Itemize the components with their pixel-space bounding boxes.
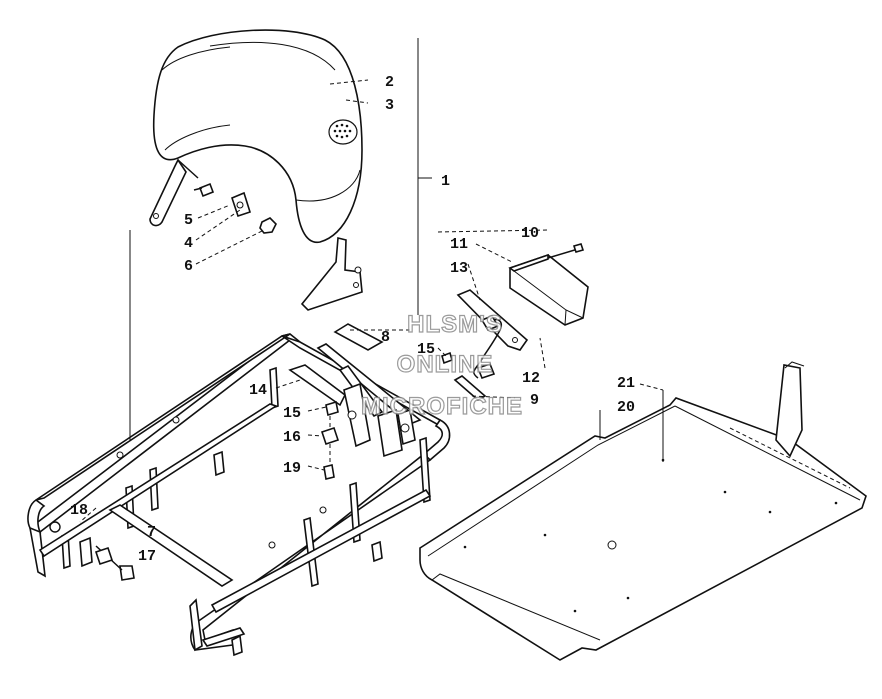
leader-lines (79, 38, 664, 537)
callout-14: 14 (249, 382, 267, 399)
skid-plate (419, 361, 867, 661)
backrest-assembly (149, 29, 363, 311)
callout-18: 18 (70, 502, 88, 519)
callout-21: 21 (617, 375, 635, 392)
callout-16: 16 (283, 429, 301, 446)
callout-10: 10 (521, 225, 539, 242)
watermark-line-2: ONLINE (397, 351, 494, 378)
watermark: HLSM'S ONLINE MICROFICHE (360, 310, 523, 420)
callout-11: 11 (450, 236, 468, 253)
hardware-rack (320, 351, 453, 480)
callout-7: 7 (147, 524, 156, 541)
callout-19: 19 (283, 460, 301, 477)
callout-15a: 15 (417, 341, 435, 358)
taillight-assembly (453, 243, 589, 401)
watermark-line-1: HLSM'S (407, 311, 503, 338)
callout-5: 5 (184, 212, 193, 229)
callout-9: 9 (530, 392, 539, 409)
callout-17: 17 (138, 548, 156, 565)
rack-assembly (27, 333, 451, 657)
backrest-grille (328, 119, 358, 145)
callout-2: 2 (385, 74, 394, 91)
callout-12: 12 (522, 370, 540, 387)
callout-8: 8 (381, 329, 390, 346)
callout-3: 3 (385, 97, 394, 114)
decal-plate (333, 323, 384, 351)
callout-1: 1 (441, 173, 450, 190)
callout-6: 6 (184, 258, 193, 275)
callout-13: 13 (450, 260, 468, 277)
callout-20: 20 (617, 399, 635, 416)
watermark-line-3: MICROFICHE (361, 393, 523, 420)
callout-4: 4 (184, 235, 193, 252)
callout-labels: 1 2 3 4 5 6 7 8 9 10 11 12 13 14 15 15 1… (70, 74, 635, 565)
callout-15b: 15 (283, 405, 301, 422)
hardware-backrest (193, 182, 277, 234)
